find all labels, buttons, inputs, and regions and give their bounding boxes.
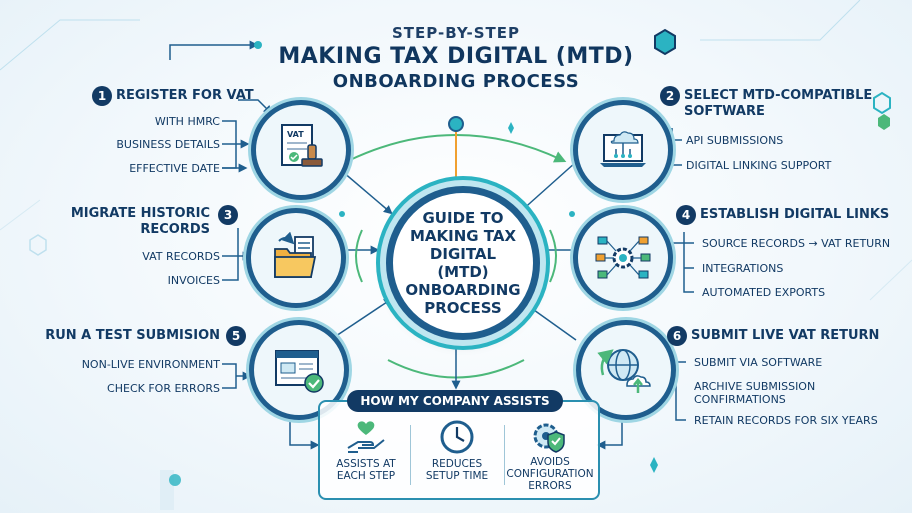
assist-1-line1: ASSISTS AT <box>336 458 396 470</box>
assists-divider-2 <box>504 425 505 485</box>
step-4-item-1: SOURCE RECORDS → VAT RETURN <box>702 237 891 250</box>
step-4-item-2: INTEGRATIONS <box>702 262 784 275</box>
assist-2-line1: REDUCES <box>431 458 483 470</box>
central-hub: GUIDE TO MAKING TAX DIGITAL (MTD) ONBOAR… <box>386 186 540 340</box>
assist-2-line2: SETUP TIME <box>425 470 489 482</box>
step-2-item-2: DIGITAL LINKING SUPPORT <box>686 159 832 172</box>
step-3-title-line1: MIGRATE HISTORIC <box>70 206 210 221</box>
step-6-item-4: RETAIN RECORDS FOR SIX YEARS <box>694 414 878 427</box>
step-5-title: RUN A TEST SUBMISION <box>45 328 220 343</box>
assist-item-1: ASSISTS AT EACH STEP <box>322 418 410 482</box>
title-line1: STEP-BY-STEP <box>391 24 520 42</box>
step-1-number: 1 <box>92 86 112 106</box>
step-6-title: SUBMIT LIVE VAT RETURN <box>691 328 880 343</box>
hub-text: GUIDE TO MAKING TAX DIGITAL (MTD) ONBOAR… <box>405 209 521 317</box>
step-4-item-3: AUTOMATED EXPORTS <box>702 286 826 299</box>
step-4-number: 4 <box>676 205 696 225</box>
assist-3-line1: AVOIDS <box>530 456 570 468</box>
assist-1-line2: EACH STEP <box>336 470 396 482</box>
step-5-item-2: CHECK FOR ERRORS <box>107 382 220 395</box>
step-2-item-1: API SUBMISSIONS <box>686 134 784 147</box>
gear-network-icon <box>573 208 673 308</box>
assist-3-line3: ERRORS <box>528 480 572 492</box>
vat-document-stamp-icon: VAT <box>251 100 351 200</box>
step-3-item-2: INVOICES <box>167 274 220 287</box>
step-1-title: REGISTER FOR VAT <box>116 88 254 103</box>
vat-icon-text: VAT <box>287 130 304 139</box>
assist-3-line2: CONFIGURATION <box>506 468 594 480</box>
laptop-cloud-icon <box>573 100 673 200</box>
assist-item-3: AVOIDS CONFIGURATION ERRORS <box>506 418 594 492</box>
step-6-number: 6 <box>667 326 687 346</box>
step-3-item-1: VAT RECORDS <box>142 250 220 263</box>
assists-header: HOW MY COMPANY ASSISTS <box>347 390 563 412</box>
hand-heart-icon <box>347 421 385 453</box>
step-2-title-line2: SOFTWARE <box>684 104 765 119</box>
gear-shield-icon <box>533 423 565 453</box>
step-2-title-line1: SELECT MTD-COMPATIBLE <box>684 88 873 103</box>
step-5-number: 5 <box>226 326 246 346</box>
step-6-item-1: SUBMIT VIA SOFTWARE <box>694 356 823 369</box>
assists-divider-1 <box>410 425 411 485</box>
step-3-title-line2: RECORDS <box>140 222 210 237</box>
title-line3: ONBOARDING PROCESS <box>332 71 580 92</box>
step-1-item-3: EFFECTIVE DATE <box>129 162 220 175</box>
step-6-item-2: ARCHIVE SUBMISSION <box>694 380 816 393</box>
clock-icon <box>440 420 474 454</box>
step-4-title: ESTABLISH DIGITAL LINKS <box>700 207 890 222</box>
step-1-item-2: BUSINESS DETAILS <box>116 138 220 151</box>
folder-documents-icon <box>246 208 346 308</box>
step-2-number: 2 <box>660 86 680 106</box>
step-1-item-1: WITH HMRC <box>154 115 220 128</box>
step-6-item-3: CONFIRMATIONS <box>694 393 786 406</box>
title-line2: MAKING TAX DIGITAL (MTD) <box>278 44 634 69</box>
assist-item-2: REDUCES SETUP TIME <box>413 418 501 482</box>
step-3-number: 3 <box>218 205 238 225</box>
step-5-item-1: NON-LIVE ENVIRONMENT <box>81 358 220 371</box>
